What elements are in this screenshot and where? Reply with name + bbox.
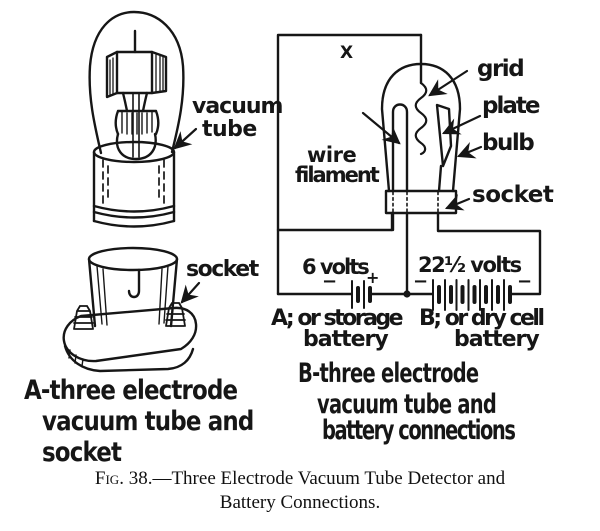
battery-b-minus-right: − (517, 271, 533, 292)
panel-b-caption-line2: vacuum tube and (317, 389, 497, 420)
plate-arrow (442, 114, 482, 135)
figure-caption: Fig. 38.—Three Electrode Vacuum Tube Det… (0, 467, 600, 515)
battery-a-name-line2: battery (303, 327, 389, 352)
cup-rim (87, 246, 179, 272)
press-collar (114, 109, 160, 136)
socket-b-label: socket (472, 182, 554, 208)
grid-label: grid (477, 56, 525, 82)
base-sleeve (92, 150, 176, 223)
battery-a-symbol (351, 280, 372, 309)
terminal-left (73, 305, 94, 330)
vacuum-tube-arrow (173, 127, 198, 150)
socket-a-label: socket (186, 257, 259, 282)
circuit-drawing (276, 33, 542, 311)
panel-a-caption-line2: vacuum tube and (42, 406, 254, 437)
battery-b-minus-left: − (413, 271, 429, 292)
battery-b-name-line2: battery (454, 327, 540, 352)
battery-a-plus: + (366, 268, 380, 287)
bulb-outline (88, 10, 185, 155)
plate-box (115, 50, 154, 95)
panel-a-caption-line3: socket (42, 437, 122, 468)
x-marker: X (340, 43, 354, 63)
vacuum-tube-label-line2: tube (202, 117, 257, 142)
vacuum-tube-drawing (88, 10, 185, 228)
socket-b-arrow (444, 194, 471, 211)
plate-label: plate (482, 93, 540, 119)
plate-element (435, 103, 453, 168)
panel-a-caption-line1: A-three electrode (24, 375, 238, 406)
battery-b-voltage: 22½ volts (418, 253, 522, 277)
battery-b-symbol (432, 279, 512, 311)
figure-caption-line1: Fig. 38.—Three Electrode Vacuum Tube Det… (0, 467, 600, 491)
grid-wire (414, 81, 428, 156)
stem-neck (121, 91, 149, 113)
plate-lead (436, 164, 542, 295)
battery-a-minus: − (322, 271, 338, 292)
terminal-right (165, 302, 186, 327)
figure-caption-line1-text: 38.—Three Electrode Vacuum Tube Detector… (123, 468, 506, 489)
bulb-label: bulb (482, 130, 535, 156)
socket-drawing (62, 246, 198, 373)
battery-a-name-line1: A; or storage (271, 306, 404, 331)
filament-arrow (361, 111, 401, 145)
bulb-arrow (456, 142, 483, 159)
panel-b-caption-line3: battery connections (322, 415, 516, 446)
bayonet-hook (127, 268, 141, 299)
battery-a-voltage: 6 volts (302, 255, 370, 279)
socket-band (384, 189, 458, 215)
stem-flare (115, 132, 157, 161)
filament-wire (391, 103, 409, 193)
figure-caption-line2: Battery Connections. (219, 492, 381, 513)
base-top (62, 306, 198, 363)
tuner-loop (276, 33, 423, 296)
figure-number-prefix: Fig. (94, 468, 124, 489)
socket-a-arrow (180, 281, 201, 304)
vacuum-tube-label-line1: vacuum (192, 94, 283, 119)
base-front (63, 344, 195, 373)
grid-arrow (428, 69, 469, 97)
battery-b-name-line1: B; or dry cell (419, 306, 545, 331)
junction-dot (403, 290, 411, 298)
panel-b-caption-line1: B-three electrode (298, 358, 479, 389)
filament-label-line1: wire (307, 143, 357, 167)
filament-label-line2: filament (295, 163, 380, 187)
label-arrows (173, 69, 483, 304)
